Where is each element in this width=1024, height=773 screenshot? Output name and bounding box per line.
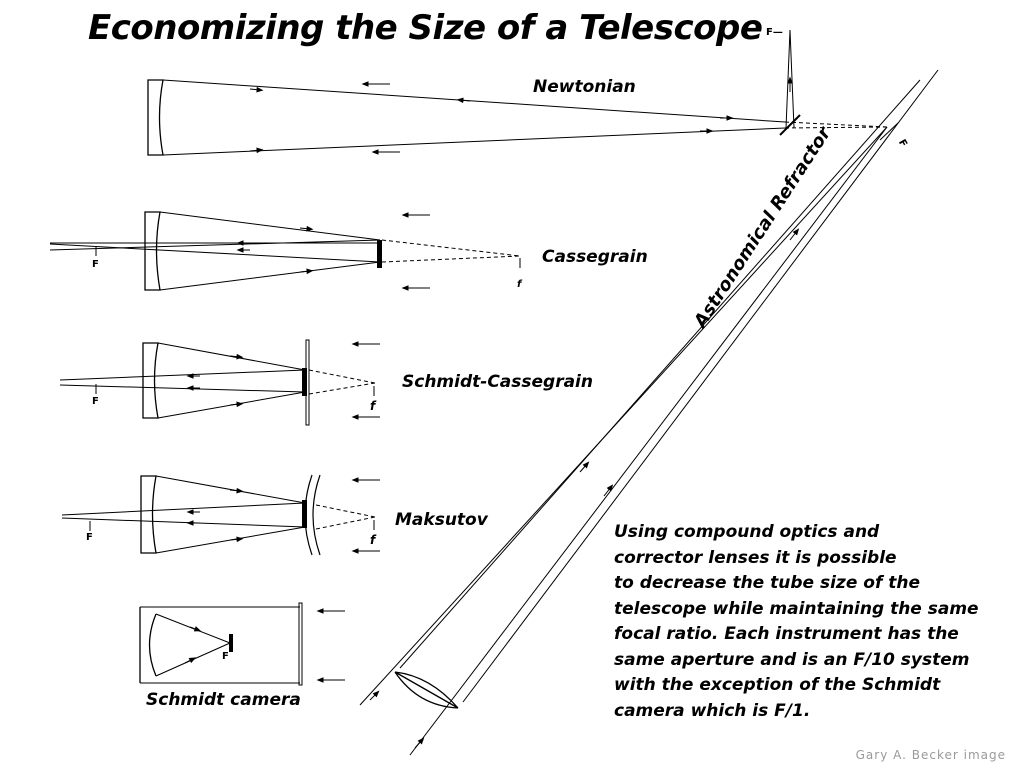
maksutov-telescope [61, 474, 380, 556]
maksutov-secondary-focus: f [370, 533, 376, 547]
schmidt-camera-mirror [139, 607, 157, 683]
astronomical-refractor [359, 69, 939, 756]
label-schmidt-cassegrain: Schmidt-Cassegrain [402, 372, 593, 392]
maksutov-focus-mark: F [86, 532, 93, 543]
image-credit: Gary A. Becker image [855, 748, 1006, 762]
newtonian-focus-mark: F— [766, 27, 783, 38]
schmidt-camera [139, 602, 345, 686]
schmidt-cassegrain-telescope [59, 339, 380, 426]
sct-primary-mirror [142, 342, 159, 419]
cassegrain-focus-mark: F [92, 259, 99, 270]
label-newtonian: Newtonian [533, 77, 636, 97]
maksutov-meniscus [304, 474, 321, 556]
cassegrain-telescope [49, 211, 521, 291]
cassegrain-primary-mirror [144, 211, 161, 291]
sct-secondary-focus: f [370, 399, 376, 413]
newtonian-primary-mirror [147, 79, 164, 156]
refractor-objective-lens [394, 671, 459, 709]
description-text: Using compound optics and corrector lens… [614, 522, 979, 721]
label-schmidt-camera: Schmidt camera [146, 690, 301, 710]
newtonian-telescope [147, 29, 888, 156]
label-cassegrain: Cassegrain [542, 247, 648, 267]
label-maksutov: Maksutov [395, 510, 488, 530]
maksutov-primary-mirror [140, 475, 157, 554]
schmidt-camera-focus-mark: F [222, 651, 229, 662]
sct-focus-mark: F [92, 396, 99, 407]
cassegrain-secondary-focus: f [517, 279, 522, 290]
page-title: Economizing the Size of a Telescope [88, 8, 763, 48]
